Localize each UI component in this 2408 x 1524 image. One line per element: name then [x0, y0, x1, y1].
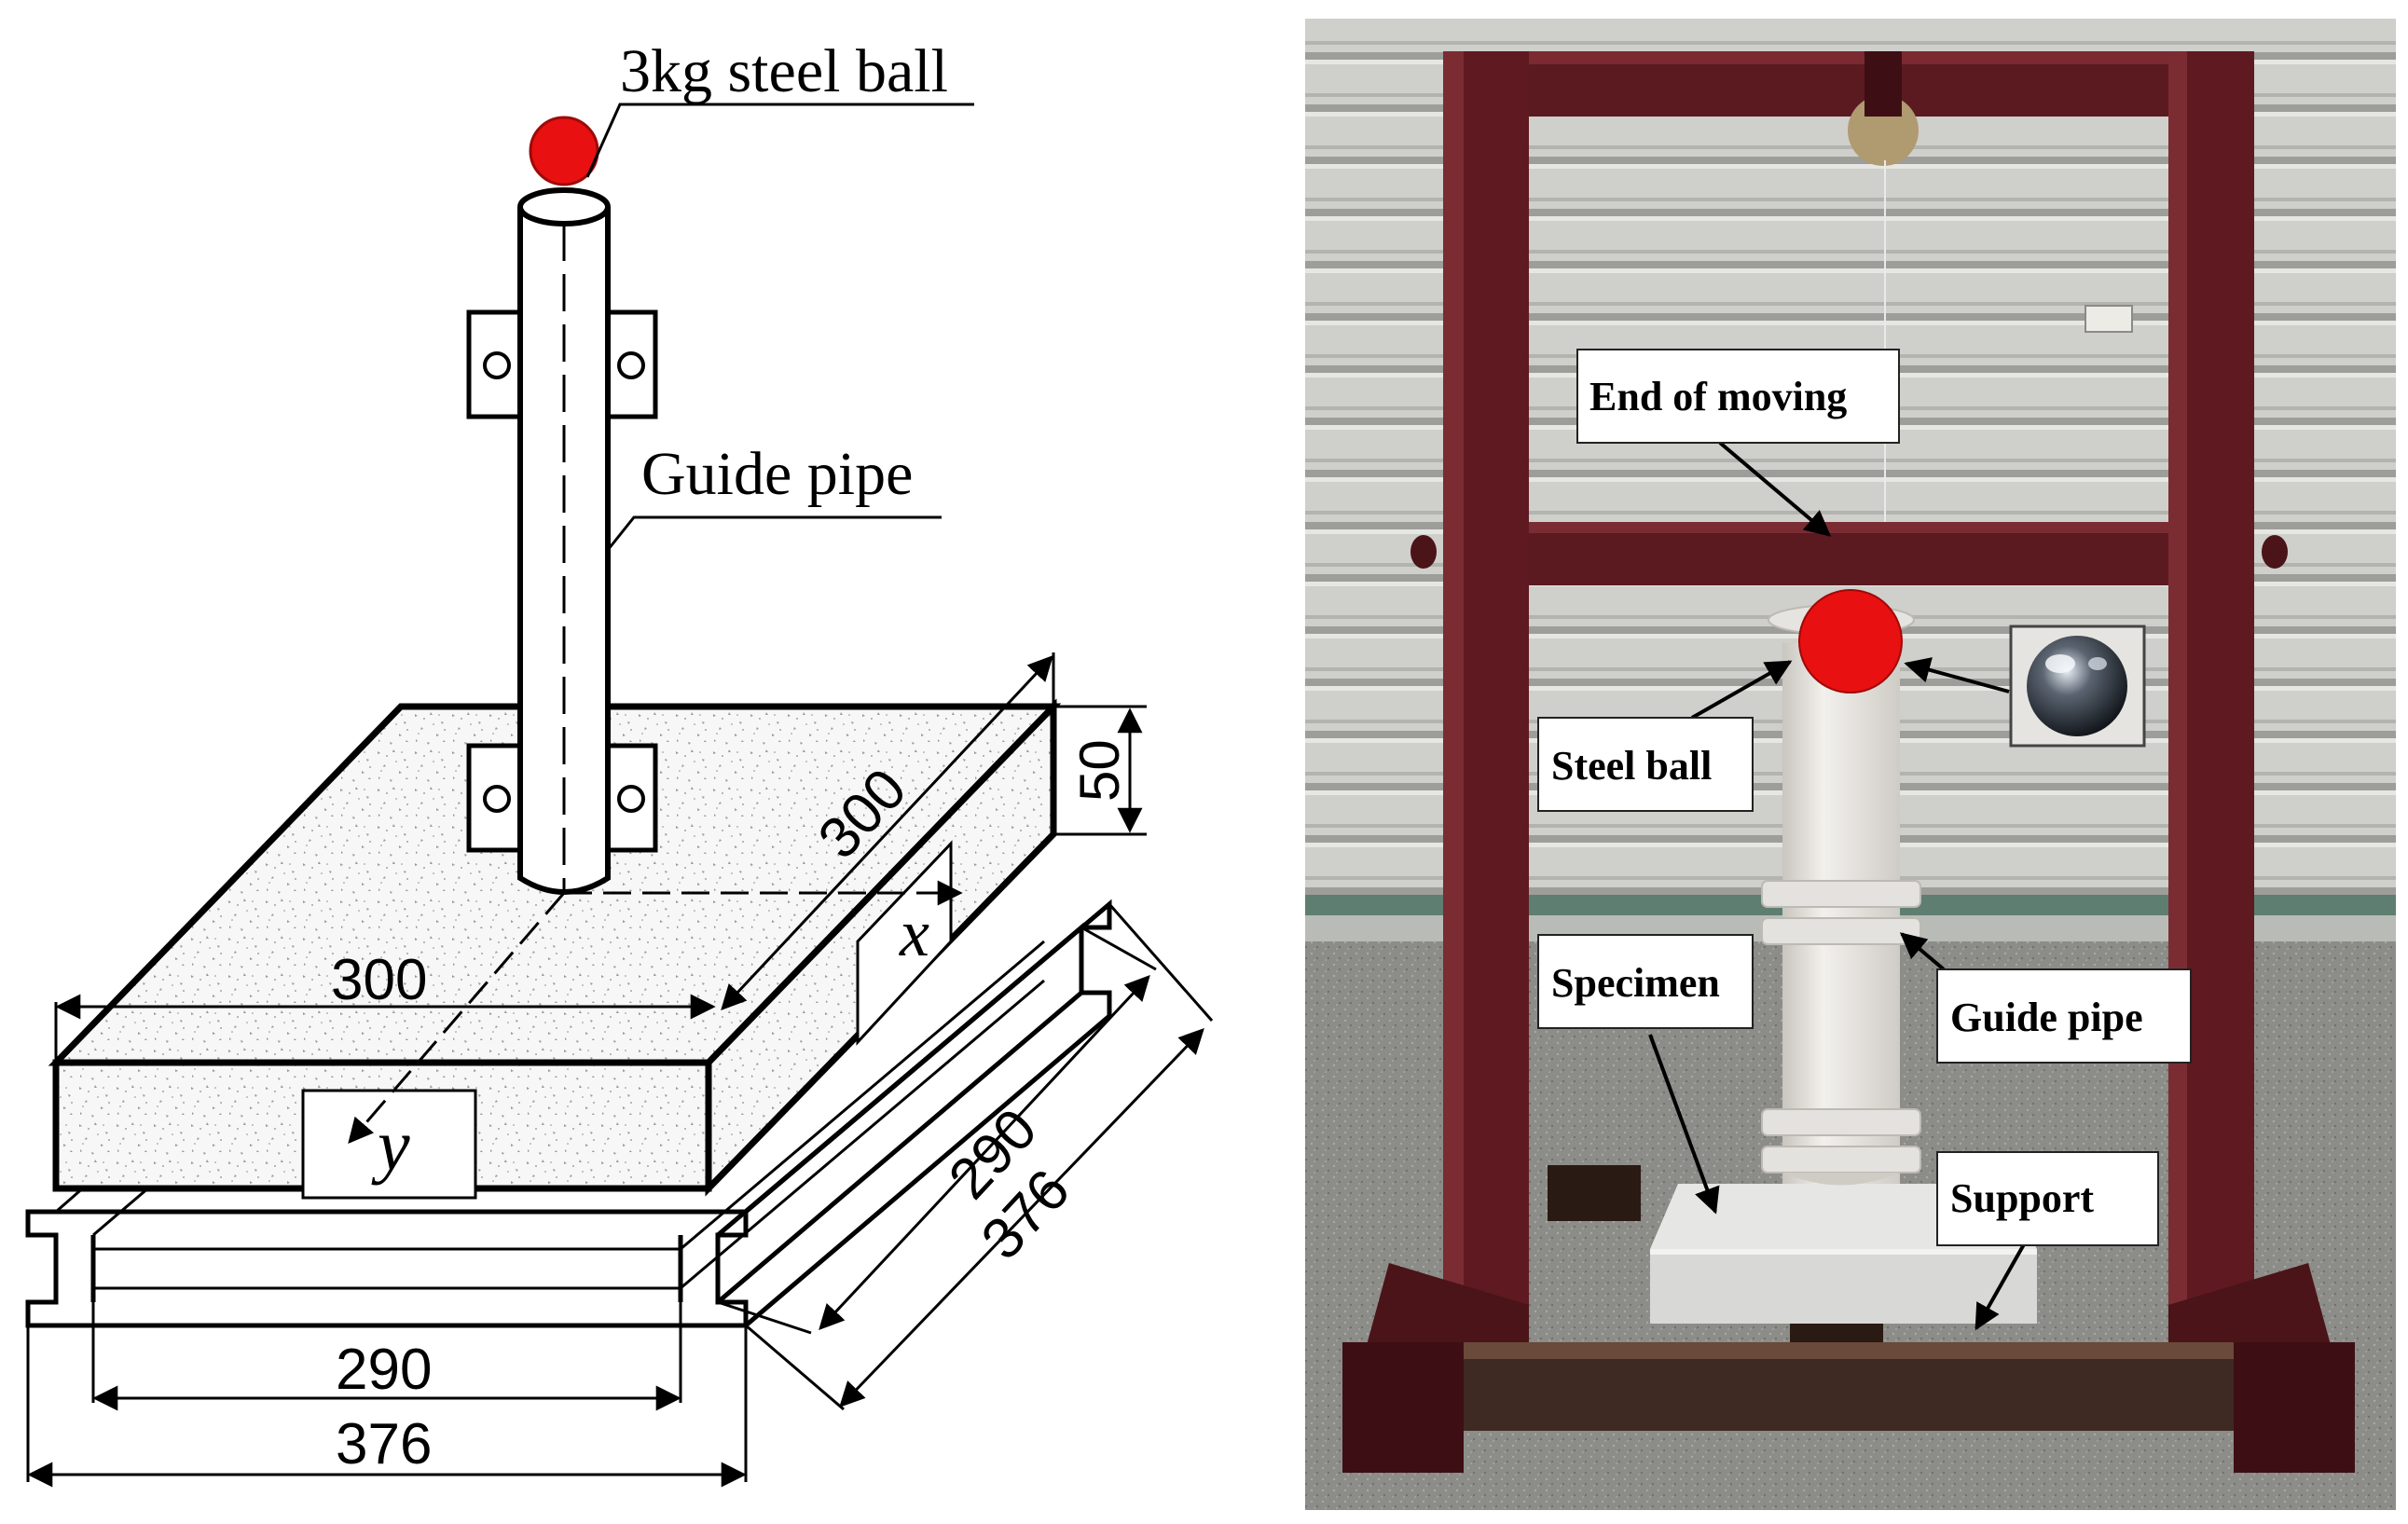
ball-label: 3kg steel ball	[620, 37, 948, 105]
steel-ball-photo	[1798, 589, 1903, 693]
arrow-specimen	[1648, 1034, 1720, 1215]
dim-line-300-depth	[721, 655, 1053, 1010]
pipe-label: Guide pipe	[641, 440, 913, 508]
arrow-steel-ball	[1691, 660, 1793, 720]
ball-leader-line	[585, 103, 974, 178]
dim-label-300-width: 300	[331, 948, 427, 1012]
label-specimen: Specimen	[1551, 960, 1720, 1006]
steel-frame	[1342, 51, 2355, 1473]
label-box-specimen	[1537, 934, 1754, 1029]
label-end-of-moving: End of moving	[1589, 374, 1847, 419]
label-support: Support	[1950, 1175, 2094, 1221]
dim-label-50: 50	[1068, 739, 1131, 802]
axis-label-y: y	[371, 1105, 410, 1186]
schematic-drawing: x y	[25, 103, 1214, 1488]
dim-label-290-width: 290	[336, 1338, 432, 1402]
axis-label-x: x	[899, 896, 929, 970]
photo-labels: End of moving Steel ball Specimen Guide …	[1551, 374, 2143, 1221]
label-box-end-of-moving	[1576, 349, 1900, 444]
arrow-end-of-moving	[1718, 441, 1832, 537]
photo-label-boxes	[1537, 349, 2192, 1246]
label-steel-ball: Steel ball	[1551, 743, 1712, 789]
label-box-steel-ball	[1537, 717, 1754, 812]
label-box-guide-pipe	[1936, 968, 2192, 1064]
arrow-ball-inset	[1904, 657, 2010, 693]
sensor-tag-y	[301, 1089, 477, 1200]
dim-label-376-width: 376	[336, 1412, 432, 1476]
guide-pipe-drawing	[517, 187, 611, 895]
test-rig-photo	[1305, 19, 2396, 1510]
photo-callout-arrows	[1648, 441, 2030, 1331]
label-guide-pipe: Guide pipe	[1950, 995, 2143, 1040]
label-box-support	[1936, 1151, 2159, 1246]
arrow-guide-pipe	[1899, 932, 1946, 971]
steel-ball-inset-icon	[2027, 636, 2127, 736]
pipe-leader-line	[606, 515, 942, 551]
arrow-support	[1975, 1237, 2030, 1331]
guide-pipe-photo	[1761, 604, 1921, 1186]
dim-line-376-depth	[839, 1028, 1204, 1407]
